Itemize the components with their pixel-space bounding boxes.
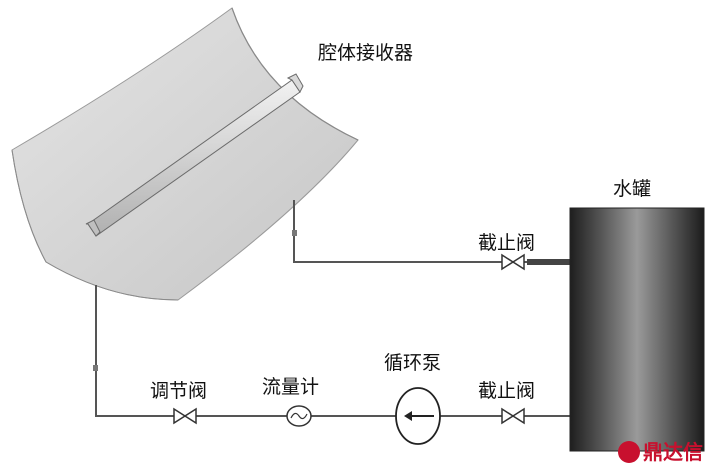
cavity-receiver-tube — [85, 73, 304, 237]
label-flow-meter: 流量计 — [262, 376, 320, 398]
pipe-joint — [292, 230, 297, 236]
label-cavity-receiver: 腔体接收器 — [318, 42, 414, 64]
label-water-tank: 水罐 — [613, 178, 652, 200]
label-circulating-pump: 循环泵 — [384, 352, 442, 374]
label-regulating-valve: 调节阀 — [150, 380, 208, 402]
flow-meter-icon — [286, 405, 312, 427]
logo-icon — [618, 441, 640, 463]
circulating-pump-icon — [395, 387, 441, 445]
shutoff-valve-bottom-icon — [501, 407, 525, 425]
label-shutoff-valve-top: 截止阀 — [478, 232, 536, 254]
tank-inlet-pipe — [527, 259, 571, 265]
shutoff-valve-top-icon — [501, 253, 525, 271]
regulating-valve-icon — [173, 407, 197, 425]
label-shutoff-valve-bottom: 截止阀 — [478, 380, 536, 402]
water-tank — [569, 207, 705, 452]
watermark-logo: 鼎达信 — [618, 436, 703, 465]
pipe-joint — [93, 365, 98, 371]
parabolic-trough — [11, 7, 359, 301]
watermark-text: 鼎达信 — [643, 440, 703, 464]
